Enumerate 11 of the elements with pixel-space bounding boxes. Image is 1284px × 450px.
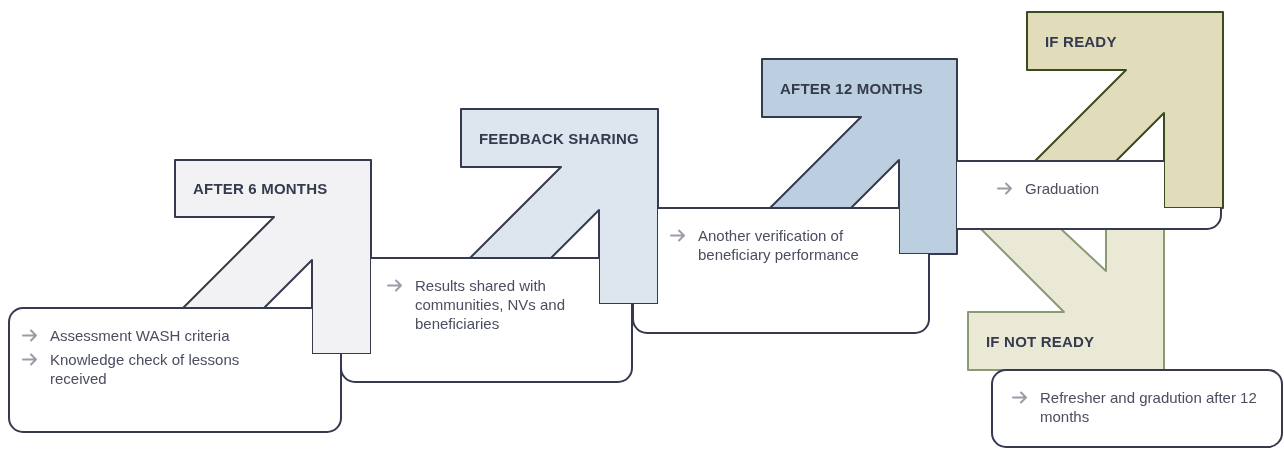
- bullet-text: Knowledge check of lessons received: [50, 350, 241, 388]
- bullet-text: Another verification of beneficiary performance: [698, 226, 860, 264]
- stage-heading: IF NOT READY: [986, 331, 1095, 352]
- stage-heading: FEEDBACK SHARING: [479, 128, 639, 149]
- bullet-text: Refresher and gradution after 12 months: [1040, 388, 1258, 426]
- stage-heading: AFTER 6 MONTHS: [193, 179, 328, 199]
- stage-heading: AFTER 12 MONTHS: [780, 78, 923, 99]
- bullet-text: Graduation: [1025, 179, 1100, 198]
- bullet-text: Results shared with communities, NVs and beneficiaries: [415, 276, 567, 333]
- bullet-text: Assessment WASH criteria: [50, 326, 230, 345]
- stage-heading: IF READY: [1045, 31, 1117, 52]
